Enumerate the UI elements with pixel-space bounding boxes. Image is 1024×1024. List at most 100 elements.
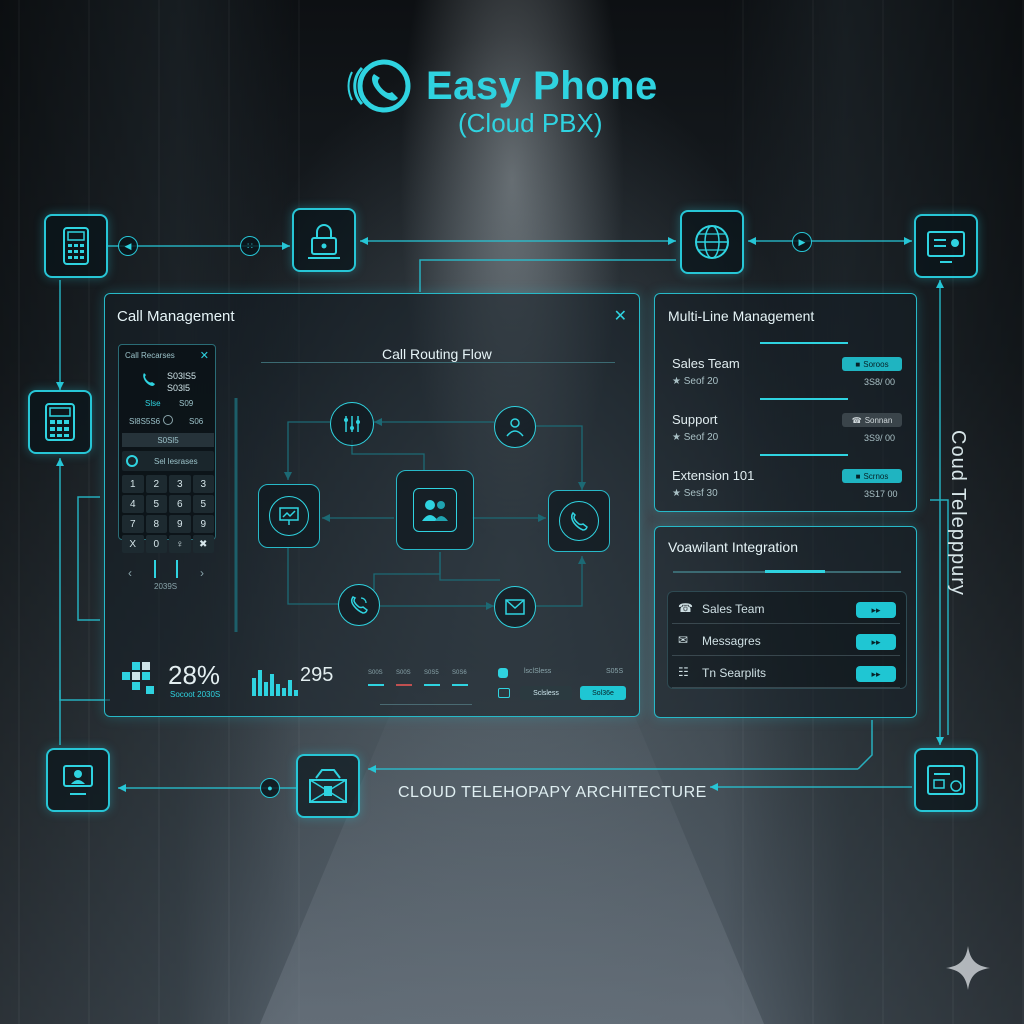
action-button-a[interactable]: Sclsless [520, 686, 572, 700]
fax-flow-node[interactable] [494, 586, 536, 628]
dialer-action-label: Sel lesrases [154, 457, 198, 466]
message-icon [505, 599, 525, 615]
phone-flow-node[interactable] [548, 490, 610, 552]
pie-chart-icon [122, 662, 154, 694]
keypad-key[interactable]: 0 [145, 535, 167, 553]
line-status-badge[interactable]: ☎Sonnan [842, 413, 902, 427]
status-label: Scrnos [863, 471, 889, 481]
keypad-key[interactable]: 1 [122, 475, 144, 493]
keypad-key[interactable]: 9 [169, 515, 191, 533]
brand-title: Easy Phone [426, 64, 658, 108]
brand-header: Easy Phone (Cloud PBX) [340, 56, 700, 146]
dialer-tab-b[interactable]: S06 [189, 417, 204, 426]
mini-bar-label: S0S6 [452, 670, 467, 676]
line-status-badge[interactable]: ■Scrnos [842, 469, 902, 483]
user-icon [506, 418, 524, 437]
phone-dialer-widget: Call Recarses ✕ S03lS5 S03l5 Slse S09 Sl… [118, 344, 216, 553]
branch-icon [344, 416, 360, 432]
dialer-close-icon[interactable]: ✕ [199, 350, 209, 362]
dialer-footer: 2039S [154, 582, 178, 591]
share-relay-node: ∷ [240, 236, 260, 256]
keypad-key[interactable]: 4 [122, 495, 144, 513]
integration-toggle[interactable]: ▸▸ [856, 602, 896, 618]
user-relay-node: ● [260, 778, 280, 798]
mini-bar-label: S00S [396, 670, 411, 676]
keypad-key[interactable]: 5 [192, 495, 214, 513]
dialer-record-icon[interactable] [163, 415, 173, 425]
audio-relay-node: ◀ [118, 236, 138, 256]
sparkle-icon [946, 946, 990, 990]
vertical-label-text: Coud Telepppury [947, 430, 969, 596]
lock-icon [308, 224, 340, 259]
keypad-key[interactable]: 3 [169, 475, 191, 493]
mini-bar [424, 684, 440, 686]
dialer-number-1: S03lS5 [167, 371, 197, 381]
dialer-tab-a[interactable]: Sl8S5S6 [129, 417, 161, 426]
keypad-key[interactable]: 5 [145, 495, 167, 513]
device-node[interactable] [44, 214, 108, 278]
team-hub-flow-node[interactable] [396, 470, 474, 550]
keypad-key[interactable]: X [122, 535, 144, 553]
dialer-header: Call Recarses [125, 351, 175, 360]
ivr-flow-node[interactable] [330, 402, 374, 446]
divider [380, 704, 472, 705]
action-button-b[interactable]: Sol36e [580, 686, 626, 700]
close-icon[interactable]: ✕ [613, 308, 627, 325]
integration-toggle[interactable]: ▸▸ [856, 634, 896, 650]
globe-node[interactable] [680, 210, 744, 274]
dialer-action-icon [126, 455, 138, 467]
presentation-flow-node[interactable] [258, 484, 320, 548]
keypad-key[interactable]: 8 [145, 515, 167, 533]
integration-label: Messagres [702, 634, 761, 648]
dialer-number-2: S03l5 [167, 383, 191, 393]
chevron-left-icon[interactable]: ‹ [128, 566, 132, 580]
dialer-label-b: S09 [179, 399, 194, 408]
keypad-key[interactable]: 2 [145, 475, 167, 493]
network-switch-node[interactable] [296, 754, 360, 818]
status-label: Sonnan [864, 415, 893, 425]
mini-bar [368, 684, 384, 686]
server-card-icon [927, 765, 965, 795]
line-status-badge[interactable]: ■Soroos [842, 357, 902, 371]
calculator-node[interactable] [28, 390, 92, 454]
integration-row[interactable]: ☷Tn Searplits▸▸ [672, 660, 900, 688]
dialer-action-row[interactable]: Sel lesrases [122, 451, 214, 471]
keypad-key[interactable]: 3 [192, 475, 214, 493]
server-card-node[interactable] [914, 748, 978, 812]
operator-node[interactable] [46, 748, 110, 812]
list-a-label: lsclSless [524, 668, 552, 675]
phone-icon [570, 511, 588, 531]
row-accent-line [760, 454, 848, 456]
integration-row[interactable]: ✉Messagres▸▸ [672, 628, 900, 656]
keypad-key[interactable]: ✖ [192, 535, 214, 553]
monitor-node[interactable] [914, 214, 978, 278]
dialer-banner: S0Sl5 [122, 433, 214, 447]
call-routing-flow-title: Call Routing Flow [382, 346, 492, 362]
keypad-key[interactable]: ♀ [169, 535, 191, 553]
line-meta: ★ Seof 20 [672, 376, 719, 387]
chevron-right-icon[interactable]: › [200, 566, 204, 580]
keypad-key[interactable]: 9 [192, 515, 214, 533]
line-time: 3S8/ 00 [864, 377, 896, 387]
voicemail-flow-node[interactable] [338, 584, 380, 626]
play-relay-node: ▶ [792, 232, 812, 252]
integration-row[interactable]: ☎ Sales Team ▸▸ [672, 596, 900, 624]
line-meta: ★ Seof 20 [672, 432, 719, 443]
agent-flow-node[interactable] [494, 406, 536, 448]
integration-toggle[interactable]: ▸▸ [856, 666, 896, 682]
integration-title: Voawilant Integration [668, 539, 798, 555]
calculator-icon [45, 403, 75, 441]
phone-icon: ☎ [678, 601, 693, 615]
lock-node[interactable] [292, 208, 356, 272]
status-label: Soroos [863, 359, 889, 369]
line-time: 3S17 00 [864, 489, 898, 499]
phone-wave-icon [350, 596, 368, 614]
stat-count: 295 [300, 664, 334, 686]
integration-label: Sales Team [702, 602, 765, 616]
architecture-footer-title: CLOUD TELEHOPAPY ARCHITECTURE [398, 784, 707, 801]
keypad-key[interactable]: 7 [122, 515, 144, 533]
stat-percent-label: Socoot 2030S [170, 690, 221, 699]
keypad-key[interactable]: 6 [169, 495, 191, 513]
